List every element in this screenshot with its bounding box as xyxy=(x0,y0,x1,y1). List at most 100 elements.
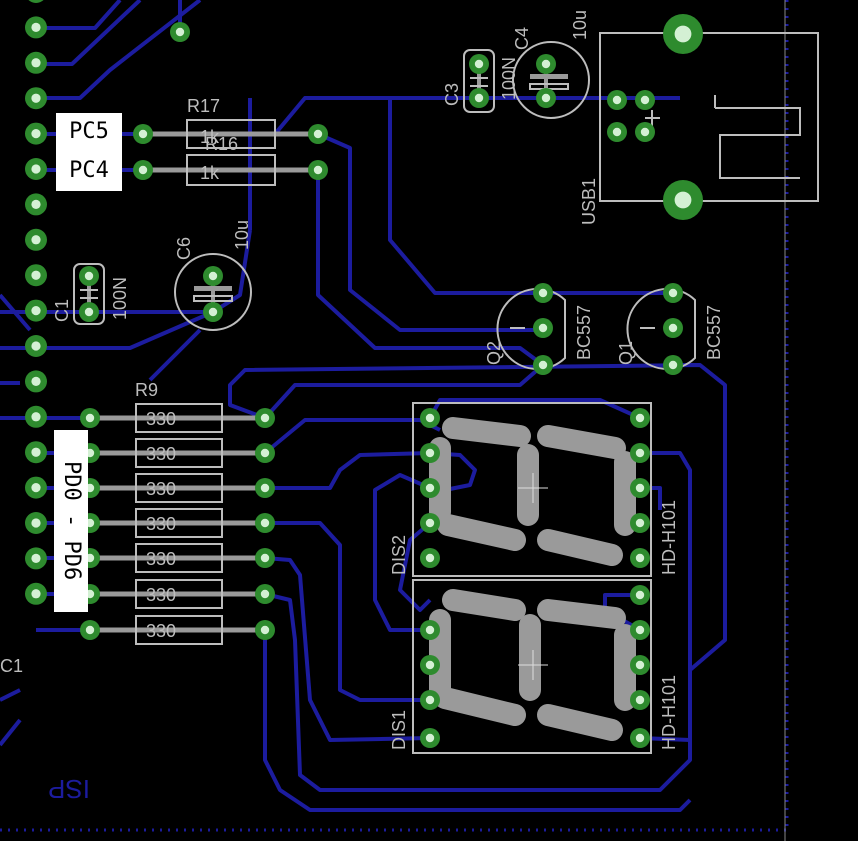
c1-name: C1 xyxy=(52,299,72,322)
pad xyxy=(25,122,47,145)
r16-name: R16 xyxy=(205,134,238,154)
bank-resistor-value: 330 xyxy=(146,585,176,605)
pad xyxy=(607,90,627,110)
pad xyxy=(255,478,275,498)
pad xyxy=(25,335,47,357)
pad xyxy=(25,51,47,74)
pad xyxy=(420,655,440,675)
usb-connector xyxy=(599,32,819,202)
pad xyxy=(630,443,650,463)
pad xyxy=(420,513,440,533)
pad xyxy=(203,266,223,286)
pad xyxy=(663,14,703,54)
pad xyxy=(635,122,655,142)
pad xyxy=(533,283,553,303)
pad xyxy=(663,318,683,338)
c4-name: C4 xyxy=(512,27,532,50)
resistor-bank: 330 330 330 330 330 330 330 xyxy=(80,403,275,645)
pad xyxy=(25,264,47,287)
pad xyxy=(420,443,440,463)
pad xyxy=(25,547,47,570)
pad xyxy=(607,122,627,142)
bank-resistor-value: 330 xyxy=(146,479,176,499)
pad xyxy=(308,124,328,144)
pad xyxy=(25,441,47,464)
dis2-name: DIS2 xyxy=(389,535,409,575)
pads xyxy=(79,14,703,748)
pad xyxy=(469,88,489,108)
pad xyxy=(25,158,47,180)
pad xyxy=(663,180,703,220)
pad xyxy=(630,690,650,710)
pad xyxy=(255,620,275,640)
q2-value: BC557 xyxy=(574,305,594,360)
pad xyxy=(663,283,683,303)
pad xyxy=(630,728,650,748)
bank-resistor-value: 330 xyxy=(146,409,176,429)
resistor-r16 xyxy=(143,154,318,186)
pad xyxy=(255,584,275,604)
pad xyxy=(170,22,190,42)
pad xyxy=(80,620,100,640)
pad xyxy=(80,408,100,428)
pad xyxy=(630,655,650,675)
pad xyxy=(25,476,47,499)
pad xyxy=(533,318,553,338)
pad xyxy=(25,582,47,605)
pad xyxy=(630,408,650,428)
bank-resistor: 330 xyxy=(90,579,265,609)
dis1-name: DIS1 xyxy=(389,710,409,750)
bank-resistor: 330 xyxy=(90,438,265,468)
left-header-pads xyxy=(25,0,47,605)
pad xyxy=(420,620,440,640)
r17-name: R17 xyxy=(187,96,220,116)
bank-resistor-value: 330 xyxy=(146,514,176,534)
q1-name: Q1 xyxy=(616,341,636,365)
q2-name: Q2 xyxy=(484,341,504,365)
pad xyxy=(79,266,99,286)
bank-resistor-value: 330 xyxy=(146,549,176,569)
pad xyxy=(25,370,47,393)
pad xyxy=(25,16,47,39)
bank-resistor: 330 xyxy=(90,543,265,573)
pad xyxy=(630,620,650,640)
pad xyxy=(536,88,556,108)
pad xyxy=(255,513,275,533)
pc4-label: PC4 xyxy=(56,151,122,191)
pad xyxy=(79,302,99,322)
pad xyxy=(133,160,153,180)
bank-resistor: 330 xyxy=(90,403,265,433)
dis1-value: HD-H101 xyxy=(659,675,679,750)
pad xyxy=(635,90,655,110)
pad xyxy=(25,228,47,251)
c4-value: 10u xyxy=(570,10,590,40)
bank-resistor: 330 xyxy=(90,615,265,645)
q1-value: BC557 xyxy=(704,305,724,360)
pd-range-label: PD0 - PD6 xyxy=(54,430,88,612)
bank-resistor: 330 xyxy=(90,508,265,538)
c1-value: 100N xyxy=(110,277,130,320)
pad xyxy=(25,405,47,428)
pad xyxy=(25,193,47,216)
c6-value: 10u xyxy=(232,220,252,250)
bank-resistor-value: 330 xyxy=(146,621,176,641)
bank-resistor: 330 xyxy=(90,473,265,503)
pad xyxy=(420,728,440,748)
pad xyxy=(630,478,650,498)
pad xyxy=(533,355,553,375)
pad xyxy=(536,54,556,74)
pad xyxy=(28,0,44,3)
isp-mirrored-text: ISP xyxy=(48,774,90,804)
resistor-r17 xyxy=(143,119,318,149)
pad xyxy=(308,160,328,180)
pad xyxy=(420,408,440,428)
pad xyxy=(25,512,47,534)
pad xyxy=(630,585,650,605)
r9-name: R9 xyxy=(135,380,158,400)
r16-value: 1k xyxy=(200,163,220,183)
pad xyxy=(420,478,440,498)
pad xyxy=(469,54,489,74)
pad xyxy=(133,124,153,144)
bank-resistor-value: 330 xyxy=(146,444,176,464)
